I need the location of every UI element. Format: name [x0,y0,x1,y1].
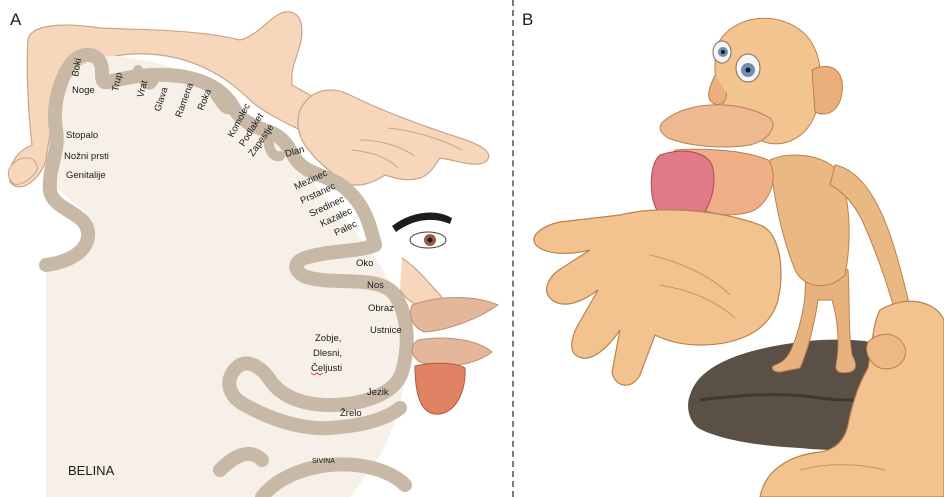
label-obraz: Obraz [368,303,394,314]
label-zrelo: Žrelo [340,408,362,419]
tongue-shape [415,363,465,414]
panel-a-letter: A [10,10,21,30]
label-celjusti: Čeljusti [311,363,342,374]
label-nozni-prsti: Nožni prsti [64,151,109,162]
label-nos: Nos [367,280,384,291]
label-ustnice: Ustnice [370,325,402,336]
eyebrow-shape [392,212,452,232]
lower-lip-shape [412,338,492,366]
panel-b-homunculus-sculpture [514,0,944,497]
label-stopalo: Stopalo [66,130,98,141]
label-noge: Noge [72,85,95,96]
label-genitalije: Genitalije [66,170,106,181]
label-dlesni: Dlesni, [313,348,342,359]
statue-upper-lip [660,105,773,147]
label-oko: Oko [356,258,373,269]
label-jezik: Jezik [367,387,389,398]
label-zobje: Zobje, [315,333,341,344]
label-belina: BELINA [68,463,115,478]
panel-b-letter: B [522,10,533,30]
upper-lip-shape [411,298,498,333]
statue-ear [812,66,842,114]
panel-a-cortical-homunculus: Boki Noge Trup Vrat Glava Ramena Roka Ko… [0,0,512,497]
label-sivina: SIVINA [312,458,335,465]
